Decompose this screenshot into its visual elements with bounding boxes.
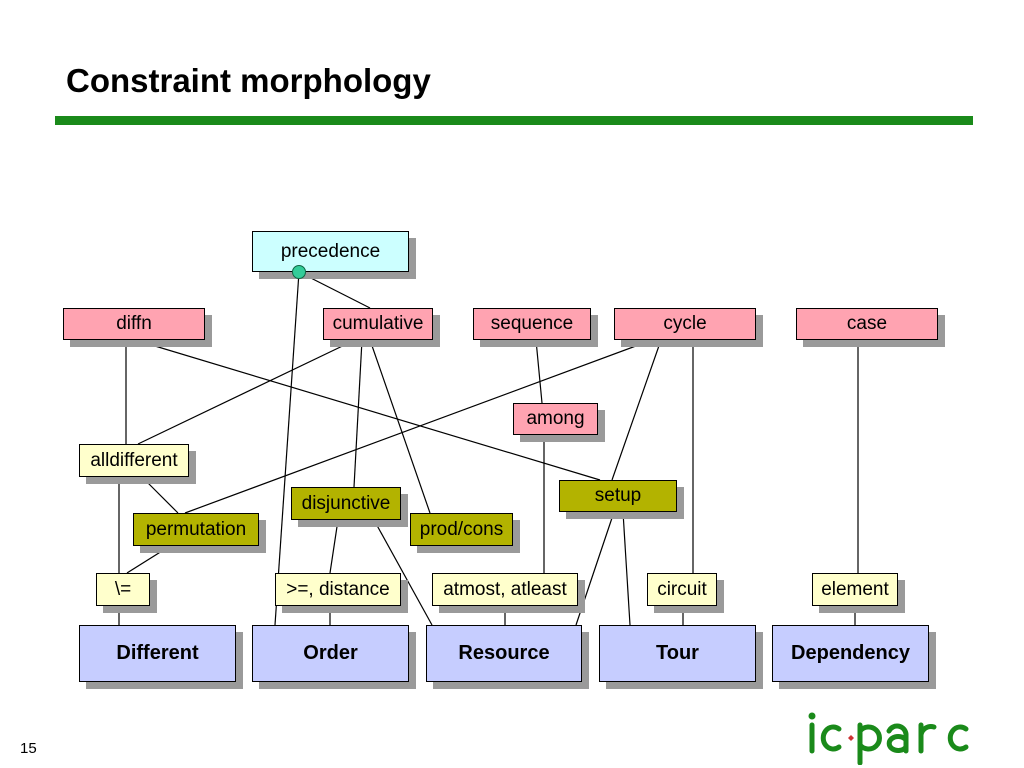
node-cycle: cycle — [614, 308, 756, 340]
link-cycle-permutation — [184, 339, 653, 514]
node-element: element — [812, 573, 898, 606]
link-alldifferent-permutation — [141, 476, 179, 514]
link-cumulative-prodcons — [369, 339, 431, 514]
node-distance: >=, distance — [275, 573, 401, 606]
link-cumulative-disjunctive — [353, 339, 363, 488]
slide-title: Constraint morphology — [66, 62, 431, 99]
link-diffn-setup — [134, 339, 601, 481]
node-among: among — [513, 403, 598, 435]
node-circuit: circuit — [647, 573, 717, 606]
title-underline — [55, 116, 973, 125]
node-permutation: permutation — [133, 513, 259, 546]
node-prod-cons: prod/cons — [410, 513, 513, 546]
node-setup: setup — [559, 480, 677, 512]
link-sequence-among — [535, 339, 543, 404]
link-cycle-setup — [611, 339, 662, 481]
link-cumulative-alldifferent — [137, 339, 356, 445]
category-dependency: Dependency — [772, 625, 929, 682]
node-not-equal: \= — [96, 573, 150, 606]
node-atmost-atleast: atmost, atleast — [432, 573, 578, 606]
icparc-logo — [806, 706, 982, 766]
node-precedence: precedence — [252, 231, 409, 272]
junction-dot — [292, 265, 306, 279]
icparc-logo-mark — [808, 712, 969, 765]
category-different: Different — [79, 625, 236, 682]
link-setup-tour — [622, 511, 631, 626]
node-alldifferent: alldifferent — [79, 444, 189, 477]
category-resource: Resource — [426, 625, 582, 682]
category-order: Order — [252, 625, 409, 682]
slide-number: 15 — [20, 740, 37, 757]
link-permutation-neq — [126, 545, 171, 574]
node-sequence: sequence — [473, 308, 591, 340]
node-diffn: diffn — [63, 308, 205, 340]
node-cumulative: cumulative — [323, 308, 433, 340]
link-precedence-order — [274, 271, 300, 626]
link-precedence-cumulative — [298, 271, 371, 309]
link-setup-resource — [575, 511, 615, 626]
node-disjunctive: disjunctive — [291, 487, 401, 520]
link-disjunctive-resource — [373, 519, 433, 626]
link-disjunctive-distance — [329, 519, 339, 574]
node-case: case — [796, 308, 938, 340]
category-tour: Tour — [599, 625, 756, 682]
